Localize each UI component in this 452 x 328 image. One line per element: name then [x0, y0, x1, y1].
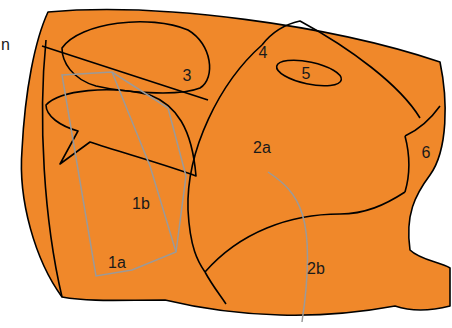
callout-number: 3 — [183, 68, 192, 84]
callout-number: 1a — [108, 255, 126, 271]
region-2-border — [188, 45, 262, 272]
region-2b-lower-line — [205, 272, 226, 304]
carcass-outline — [21, 10, 450, 316]
region-1a-border — [43, 40, 62, 297]
region-1b-outline — [46, 90, 196, 176]
callout-number: 5 — [302, 66, 311, 82]
callout-number: 2b — [307, 261, 325, 277]
region-6-border — [405, 106, 440, 136]
callout-number: 4 — [259, 45, 268, 61]
region-6-lower — [405, 136, 409, 192]
bone-line — [112, 72, 176, 252]
callout-number: 1b — [132, 196, 150, 212]
region-4-border — [262, 21, 420, 118]
region-5-outline — [274, 55, 343, 90]
callout-number: n — [1, 37, 10, 53]
bone-outline — [62, 72, 186, 276]
region-2a-2b-border — [205, 192, 405, 272]
callout-number: 6 — [422, 145, 431, 161]
callout-number: 2a — [253, 140, 271, 156]
bone-line — [268, 172, 308, 322]
region-3-outline — [62, 22, 210, 93]
